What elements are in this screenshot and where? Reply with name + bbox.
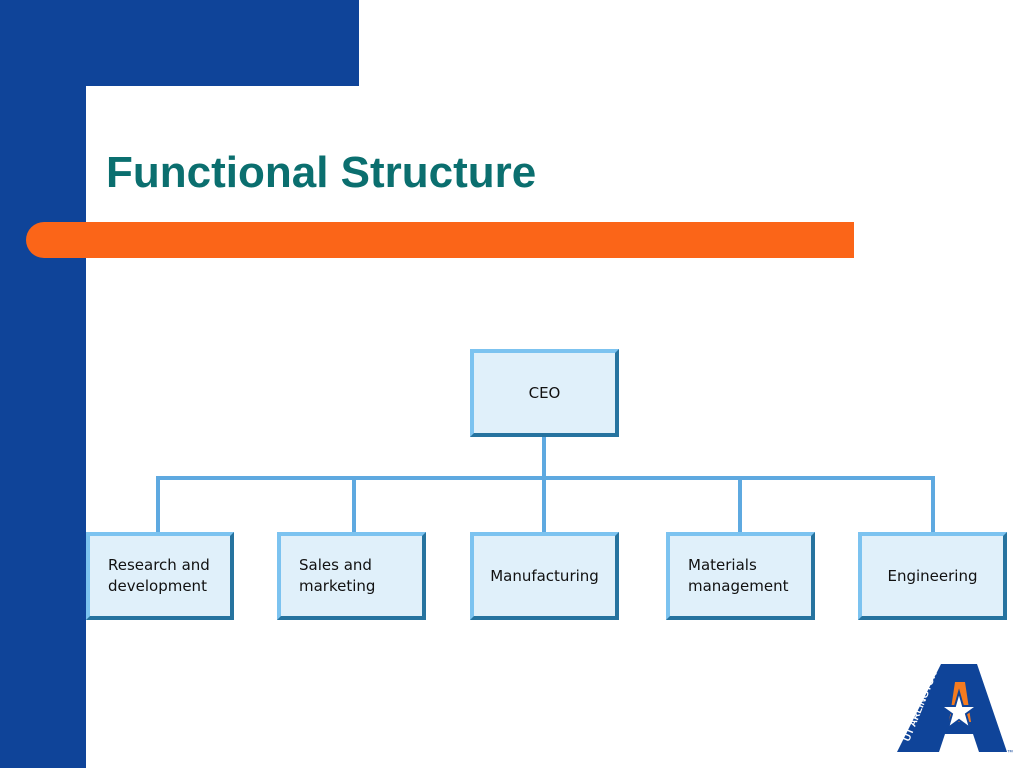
connector-child-4 bbox=[738, 476, 742, 534]
org-node-label: Manufacturing bbox=[490, 566, 599, 585]
accent-bar bbox=[26, 222, 854, 258]
org-node-ceo: CEO bbox=[470, 349, 619, 437]
org-node-label: Materials management bbox=[688, 556, 789, 595]
org-node-label: Research and development bbox=[108, 556, 210, 595]
connector-child-3 bbox=[542, 476, 546, 534]
page-title: Functional Structure bbox=[106, 148, 537, 197]
org-node-label: Engineering bbox=[887, 566, 978, 585]
org-node-label: CEO bbox=[528, 383, 561, 402]
org-node-engineering: Engineering bbox=[858, 532, 1007, 620]
star-icon bbox=[937, 688, 981, 731]
top-band bbox=[0, 0, 359, 86]
ut-arlington-logo: UT ARLINGTON ™ bbox=[897, 664, 1013, 756]
org-node-research: Research and development bbox=[86, 532, 234, 620]
org-node-materials: Materials management bbox=[666, 532, 815, 620]
org-node-manufacturing: Manufacturing bbox=[470, 532, 619, 620]
connector-child-1 bbox=[156, 476, 160, 534]
connector-root-down bbox=[542, 436, 546, 478]
org-node-sales: Sales and marketing bbox=[277, 532, 426, 620]
left-sidebar-band bbox=[0, 0, 86, 768]
connector-child-5 bbox=[931, 476, 935, 534]
org-node-label: Sales and marketing bbox=[299, 556, 376, 595]
logo-trademark: ™ bbox=[1007, 749, 1013, 756]
connector-child-2 bbox=[352, 476, 356, 534]
